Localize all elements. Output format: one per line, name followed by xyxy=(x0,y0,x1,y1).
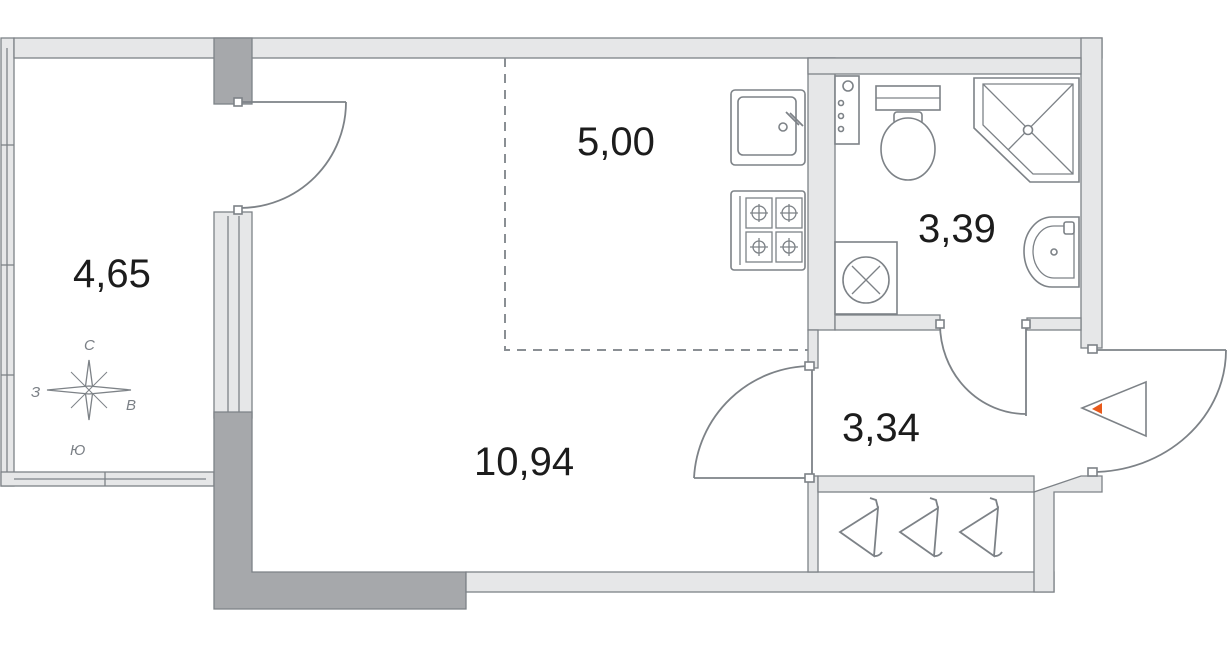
loggia xyxy=(0,37,215,487)
compass-east-label: В xyxy=(126,397,136,414)
hanger-icon xyxy=(958,497,1003,558)
compass-icon: С Ю З В xyxy=(31,337,136,459)
living-room-area: 10,94 xyxy=(474,440,574,484)
bathroom-area: 3,39 xyxy=(918,207,996,251)
stove-icon xyxy=(730,190,806,271)
room-door xyxy=(693,361,815,483)
walls xyxy=(13,37,1103,610)
hanger-icon xyxy=(898,497,943,558)
compass-west-label: З xyxy=(31,384,40,401)
loggia-door xyxy=(233,97,347,215)
doors xyxy=(233,97,1227,483)
hanger-icon xyxy=(838,497,883,558)
compass-north-label: С xyxy=(84,337,95,354)
bathroom-door xyxy=(935,319,1031,416)
boiler-icon xyxy=(834,75,860,145)
compass-south-label: Ю xyxy=(70,442,85,459)
hallway-area: 3,34 xyxy=(842,406,920,450)
shower-icon xyxy=(973,77,1080,183)
bathroom-fixtures xyxy=(834,75,1080,315)
kitchen-area: 5,00 xyxy=(577,120,655,164)
entrance-arrow-icon xyxy=(1079,380,1147,438)
washing-machine-icon xyxy=(834,241,898,315)
sink-icon xyxy=(730,89,806,166)
kitchen-zone xyxy=(504,58,808,351)
toilet-icon xyxy=(875,85,941,181)
wardrobe xyxy=(838,497,1003,558)
washbasin-icon xyxy=(1023,216,1080,288)
entrance-door xyxy=(1087,344,1227,477)
loggia-area: 4,65 xyxy=(73,252,151,296)
